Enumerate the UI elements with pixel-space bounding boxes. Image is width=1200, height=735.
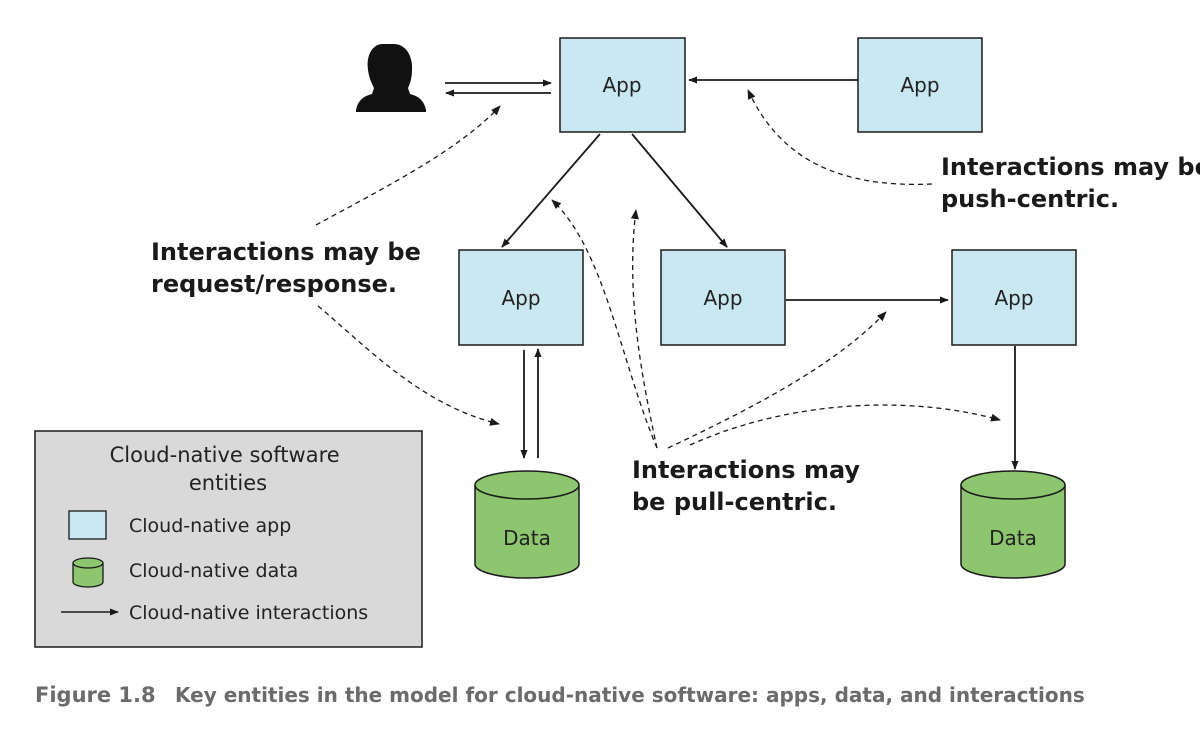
svg-text:App: App — [501, 286, 540, 310]
app-top-to-mid-left-arrow — [501, 133, 601, 248]
svg-text:App: App — [900, 73, 939, 97]
request-response-note: Interactions may be request/response. — [151, 238, 429, 298]
svg-text:Data: Data — [503, 526, 551, 550]
legend-app-swatch — [68, 510, 107, 540]
push-centric-note: Interactions may be push-centric. — [941, 153, 1200, 213]
user-icon — [356, 44, 426, 112]
legend-app-label: Cloud-native app — [129, 515, 291, 537]
pull-centric-pointer-3 — [667, 311, 887, 449]
app-right-top: App — [857, 37, 983, 133]
push-centric-pointer — [747, 89, 933, 186]
svg-text:App: App — [994, 286, 1033, 310]
pull-centric-pointer-4 — [689, 404, 1001, 446]
app-top: App — [559, 37, 686, 133]
pull-centric-pointer-2 — [630, 209, 658, 449]
app-mid-right: App — [951, 249, 1077, 346]
svg-text:App: App — [703, 286, 742, 310]
pull-centric-pointer-1 — [551, 199, 658, 449]
legend-data-label: Cloud-native data — [129, 560, 298, 582]
pull-centric-note: Interactions may be pull-centric. — [632, 456, 868, 516]
figure-number: Figure 1.8 — [35, 683, 156, 707]
legend: Cloud-native software entities Cloud-nat… — [34, 430, 423, 648]
data-left: Data — [474, 470, 580, 579]
legend-data-swatch — [72, 557, 104, 588]
data-right: Data — [960, 470, 1066, 579]
app-top-to-mid-center-arrow — [631, 133, 728, 248]
svg-text:Data: Data — [989, 526, 1037, 550]
request-response-pointer-down — [317, 305, 500, 426]
request-response-pointer-up — [315, 105, 501, 226]
legend-title: Cloud-native software entities — [110, 443, 347, 495]
app-mid-center: App — [660, 249, 786, 346]
figure-caption: Key entities in the model for cloud-nati… — [175, 683, 1085, 707]
svg-text:App: App — [602, 73, 641, 97]
legend-interactions-label: Cloud-native interactions — [129, 602, 368, 624]
app-mid-left: App — [458, 249, 584, 346]
